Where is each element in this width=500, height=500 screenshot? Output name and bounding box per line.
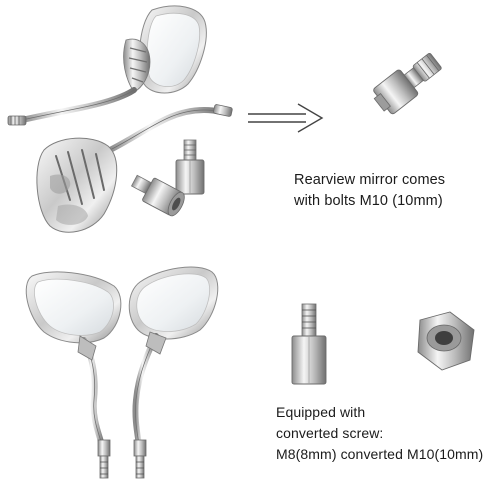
hex-nut bbox=[417, 311, 475, 371]
caption-rearview-bolts: Rearview mirror comes with bolts M10 (10… bbox=[294, 170, 445, 212]
tall-mirror-right bbox=[128, 266, 219, 479]
converter-screw bbox=[291, 303, 327, 385]
m10-bolt bbox=[373, 53, 442, 115]
tall-mirror-left bbox=[25, 271, 122, 479]
caption-bottom-line-3: M8(8mm) converted M10(10mm) bbox=[276, 446, 484, 462]
caption-top-line-2: with bolts M10 (10mm) bbox=[294, 193, 443, 209]
caption-bottom-line-2: converted screw: bbox=[276, 425, 384, 441]
caption-top-line-1: Rearview mirror comes bbox=[294, 172, 446, 188]
adapter-bolt-upright bbox=[175, 139, 205, 195]
caption-converted-screw: Equipped with converted screw: M8(8mm) c… bbox=[276, 402, 483, 465]
arrow-right-icon bbox=[248, 103, 324, 133]
adapter-bolt-lying bbox=[130, 174, 185, 217]
caption-bottom-line-1: Equipped with bbox=[276, 404, 366, 420]
skull-mirror-top bbox=[7, 5, 207, 126]
skull-mirror-bottom bbox=[36, 104, 233, 233]
